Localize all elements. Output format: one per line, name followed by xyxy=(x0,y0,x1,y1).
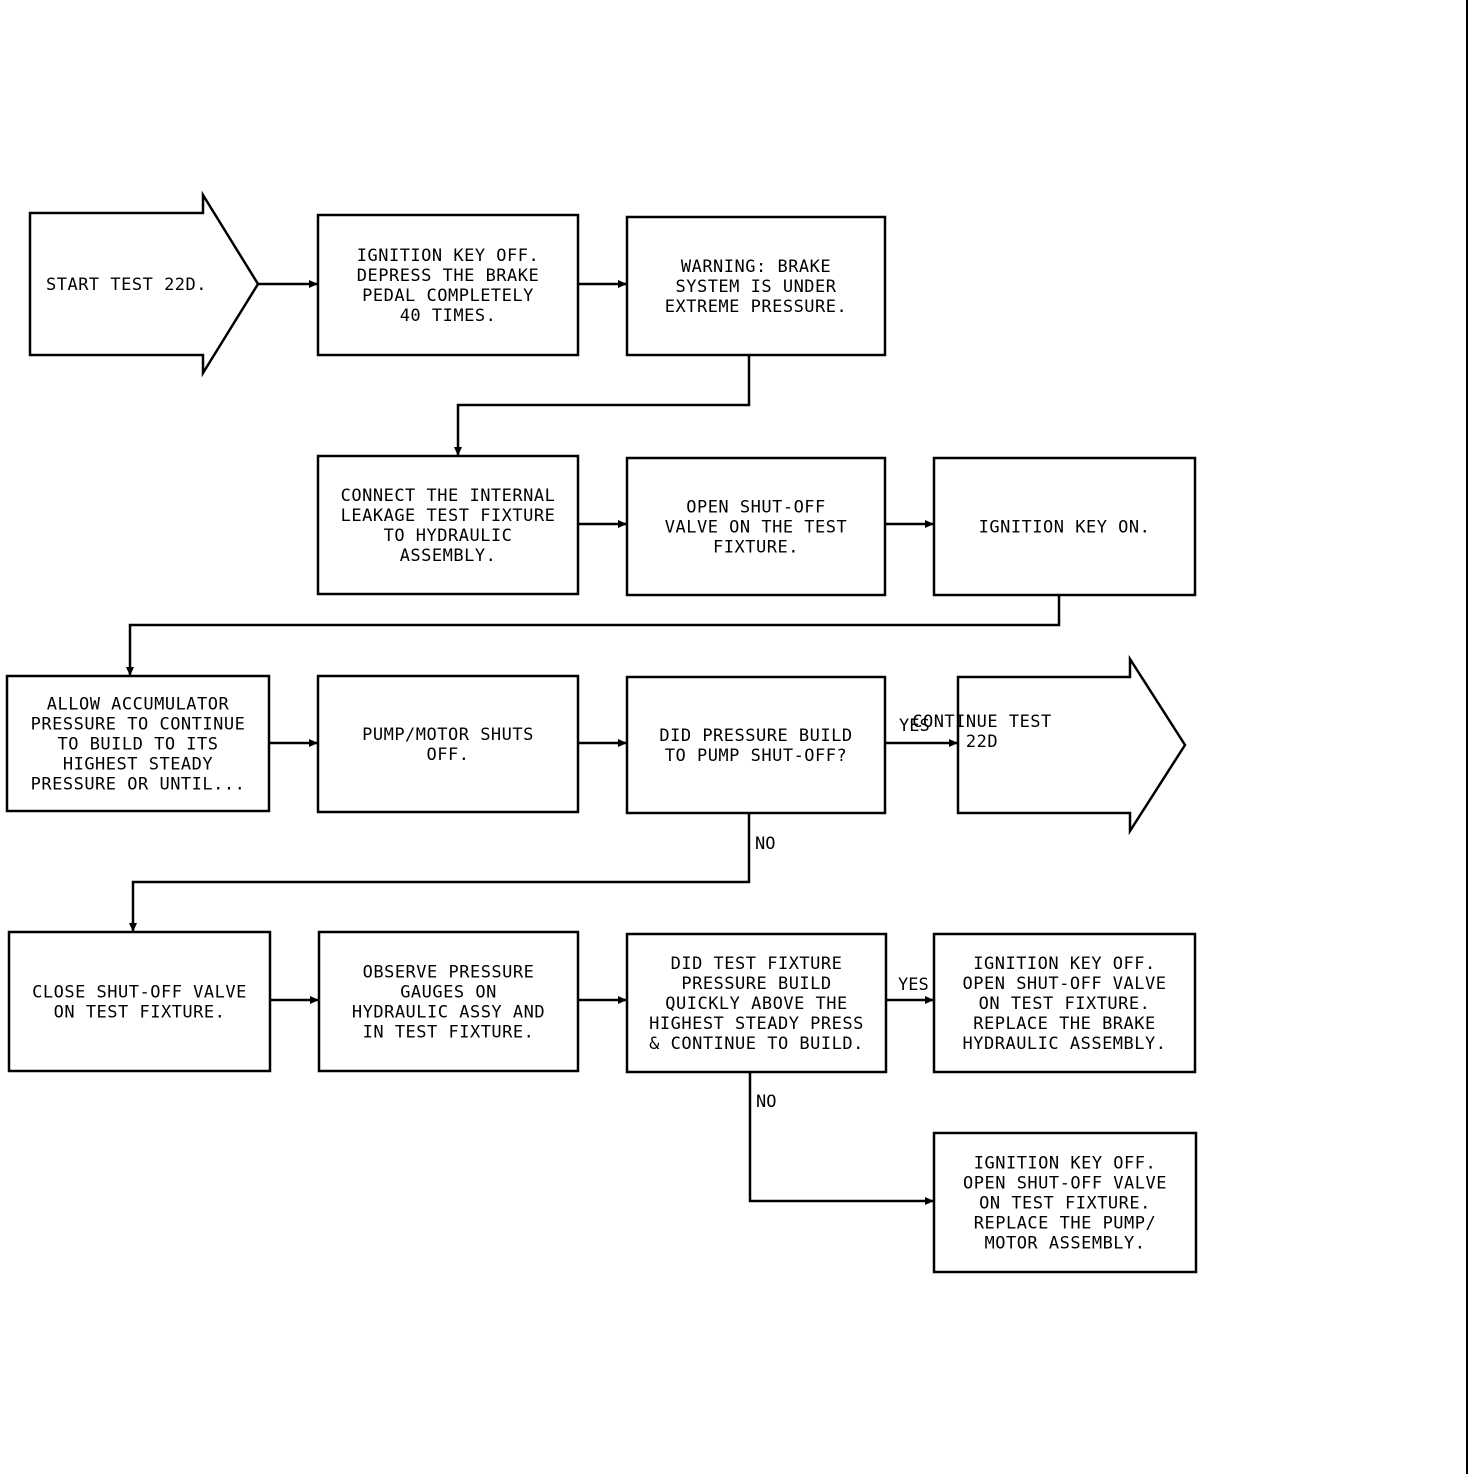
node-text-line: PEDAL COMPLETELY xyxy=(362,286,534,306)
box-shape-pump-shuts xyxy=(316,674,580,814)
node-text-line: REPLACE THE BRAKE xyxy=(973,1014,1156,1034)
node-text-line: IGNITION KEY OFF. xyxy=(357,246,540,266)
box-shape-ign-off-1 xyxy=(316,213,580,357)
edge-did-fixture-to-replace-pump xyxy=(748,1072,934,1205)
edge-labels-layer: YES NO YES NO xyxy=(755,716,930,1112)
box-shape-connect xyxy=(316,454,580,596)
node-text-line: & CONTINUE TO BUILD. xyxy=(649,1034,864,1054)
node-text-line: ASSEMBLY. xyxy=(400,546,497,566)
arrow-shape-start xyxy=(28,190,260,378)
box-shape-observe xyxy=(317,930,580,1073)
node-text-line: PRESSURE OR UNTIL... xyxy=(31,775,246,795)
node-text-line: PRESSURE TO CONTINUE xyxy=(31,715,246,735)
node-text-line: MOTOR ASSEMBLY. xyxy=(984,1234,1145,1254)
node-text-line: QUICKLY ABOVE THE xyxy=(665,994,848,1014)
node-text-line: HYDRAULIC ASSEMBLY. xyxy=(963,1034,1167,1054)
node-text-line: IGNITION KEY OFF. xyxy=(973,954,1156,974)
node-text-line: SYSTEM IS UNDER xyxy=(675,277,836,297)
edge-label-no: NO xyxy=(755,834,775,854)
node-text-line: WARNING: BRAKE xyxy=(681,257,831,277)
node-text-line: VALVE ON THE TEST xyxy=(665,518,848,538)
node-text-line: HIGHEST STEADY PRESS xyxy=(649,1014,864,1034)
box-shape-replace-pump xyxy=(932,1131,1198,1274)
node-text-line: ON TEST FIXTURE. xyxy=(979,1194,1151,1214)
node-text-line: OBSERVE PRESSURE xyxy=(363,963,535,983)
node-text-line: IGNITION KEY ON. xyxy=(979,518,1151,538)
node-text-line: DID PRESSURE BUILD xyxy=(659,726,852,746)
box-shape-warning xyxy=(625,215,887,357)
node-text-line: HYDRAULIC ASSY AND xyxy=(352,1003,545,1023)
node-text-line: ON TEST FIXTURE. xyxy=(979,994,1151,1014)
node-text-line: START TEST 22D. xyxy=(46,275,207,295)
node-text-line: OPEN SHUT-OFF VALVE xyxy=(963,974,1167,994)
node-text-line: CLOSE SHUT-OFF VALVE xyxy=(32,983,247,1003)
edge-label-no: NO xyxy=(756,1092,776,1112)
node-text-line: OFF. xyxy=(427,745,470,765)
edge-warning-to-connect xyxy=(454,355,751,456)
edge-did-pressure-to-close-valve xyxy=(129,813,751,932)
box-shape-close-valve xyxy=(7,930,272,1073)
node-text-line: OPEN SHUT-OFF xyxy=(686,498,826,518)
nodes-layer: START TEST 22D.IGNITION KEY OFF.DEPRESS … xyxy=(5,190,1198,1274)
node-text-line: DID TEST FIXTURE xyxy=(671,954,843,974)
node-start: START TEST 22D. xyxy=(28,190,260,378)
node-text-line: 40 TIMES. xyxy=(400,306,497,326)
node-text-line: FIXTURE. xyxy=(713,538,799,558)
node-ign-on: IGNITION KEY ON. xyxy=(932,456,1197,597)
node-text-line: CONNECT THE INTERNAL xyxy=(341,486,556,506)
box-shape-allow xyxy=(5,674,271,813)
node-text-line: TO BUILD TO ITS xyxy=(57,735,218,755)
arrow-shape-continue xyxy=(956,654,1187,836)
box-shape-did-fixture xyxy=(625,932,888,1074)
node-text-line: TO PUMP SHUT-OFF? xyxy=(665,746,848,766)
node-text-line: HIGHEST STEADY xyxy=(63,755,213,775)
box-shape-open-valve xyxy=(625,456,887,597)
node-text-line: GAUGES ON xyxy=(400,983,497,1003)
node-text-line: LEAKAGE TEST FIXTURE xyxy=(341,506,556,526)
node-text-line: EXTREME PRESSURE. xyxy=(665,297,848,317)
node-text-line: CONTINUE TEST xyxy=(912,712,1052,732)
edge-ign-on-to-allow xyxy=(126,595,1061,676)
node-text-line: REPLACE THE PUMP/ xyxy=(974,1214,1157,1234)
node-text-line: PUMP/MOTOR SHUTS xyxy=(362,725,534,745)
box-shape-ign-on xyxy=(932,456,1197,597)
node-text-line: 22D xyxy=(966,732,998,752)
node-text-line: IGNITION KEY OFF. xyxy=(974,1154,1157,1174)
box-shape-did-pressure xyxy=(625,675,887,815)
node-text-line: IN TEST FIXTURE. xyxy=(363,1023,535,1043)
edges-layer xyxy=(126,280,1061,1205)
edge-label-yes: YES xyxy=(899,716,930,736)
node-text-line: DEPRESS THE BRAKE xyxy=(357,266,540,286)
node-text-line: ALLOW ACCUMULATOR xyxy=(47,695,230,715)
node-text-line: TO HYDRAULIC xyxy=(384,526,513,546)
node-text-line: OPEN SHUT-OFF VALVE xyxy=(963,1174,1167,1194)
node-ign-off-1: IGNITION KEY OFF.DEPRESS THE BRAKEPEDAL … xyxy=(316,213,580,357)
page-border-line xyxy=(1466,0,1468,1474)
box-shape-replace-hydraulic xyxy=(932,932,1197,1074)
node-text-line: PRESSURE BUILD xyxy=(681,974,831,994)
edge-label-yes: YES xyxy=(898,975,929,995)
node-text-line: ON TEST FIXTURE. xyxy=(54,1003,226,1023)
